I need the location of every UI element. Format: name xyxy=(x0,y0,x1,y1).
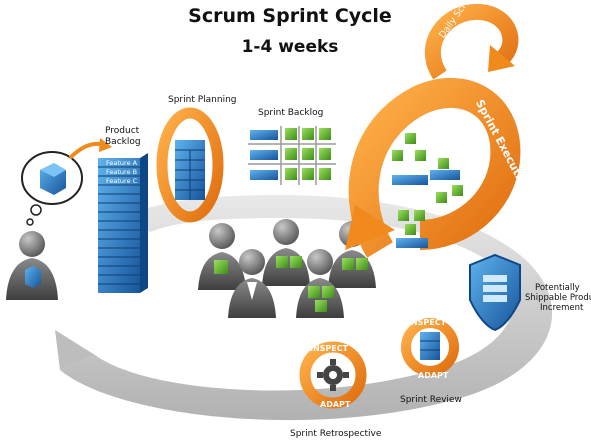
increment-label-line3: Increment xyxy=(540,303,584,313)
product-backlog-stack-icon xyxy=(98,153,148,293)
sprint-review-label: Sprint Review xyxy=(400,395,462,405)
sprint-review-cycle-icon xyxy=(401,318,459,376)
increment-label-line2: Shippable Product xyxy=(525,293,591,303)
page-subtitle: 1-4 weeks xyxy=(242,37,339,57)
adapt-retro-label: ADAPT xyxy=(320,400,351,409)
inspect-retro-label: INSPECT xyxy=(310,344,349,353)
shield-icon xyxy=(469,253,521,332)
sprint-backlog-label: Sprint Backlog xyxy=(258,108,323,118)
team-people-icon xyxy=(198,219,376,318)
idea-thought-bubble-icon xyxy=(21,151,83,226)
sprint-retrospective-gear-icon xyxy=(299,341,367,409)
feature-b-label: Feature B xyxy=(106,168,137,176)
sprint-execution-spiral-icon xyxy=(345,3,521,258)
sprint-backlog-grid-icon xyxy=(248,126,336,185)
page-title: Scrum Sprint Cycle xyxy=(188,5,392,27)
arrow-to-backlog-icon xyxy=(68,141,105,160)
inspect-review-label: INSPECT xyxy=(408,318,447,327)
adapt-review-label: ADAPT xyxy=(418,371,449,380)
feature-c-label: Feature C xyxy=(106,177,138,185)
feature-a-label: Feature A xyxy=(106,159,138,167)
sprint-planning-label: Sprint Planning xyxy=(168,95,237,105)
product-backlog-label-line1: Product xyxy=(105,126,140,136)
sprint-planning-cycle-icon xyxy=(156,107,224,223)
increment-label-line1: Potentially xyxy=(535,283,580,293)
product-backlog-label-line2: Backlog xyxy=(105,137,141,147)
sprint-retrospective-label: Sprint Retrospective xyxy=(290,429,382,439)
product-owner-person-icon xyxy=(6,231,58,300)
